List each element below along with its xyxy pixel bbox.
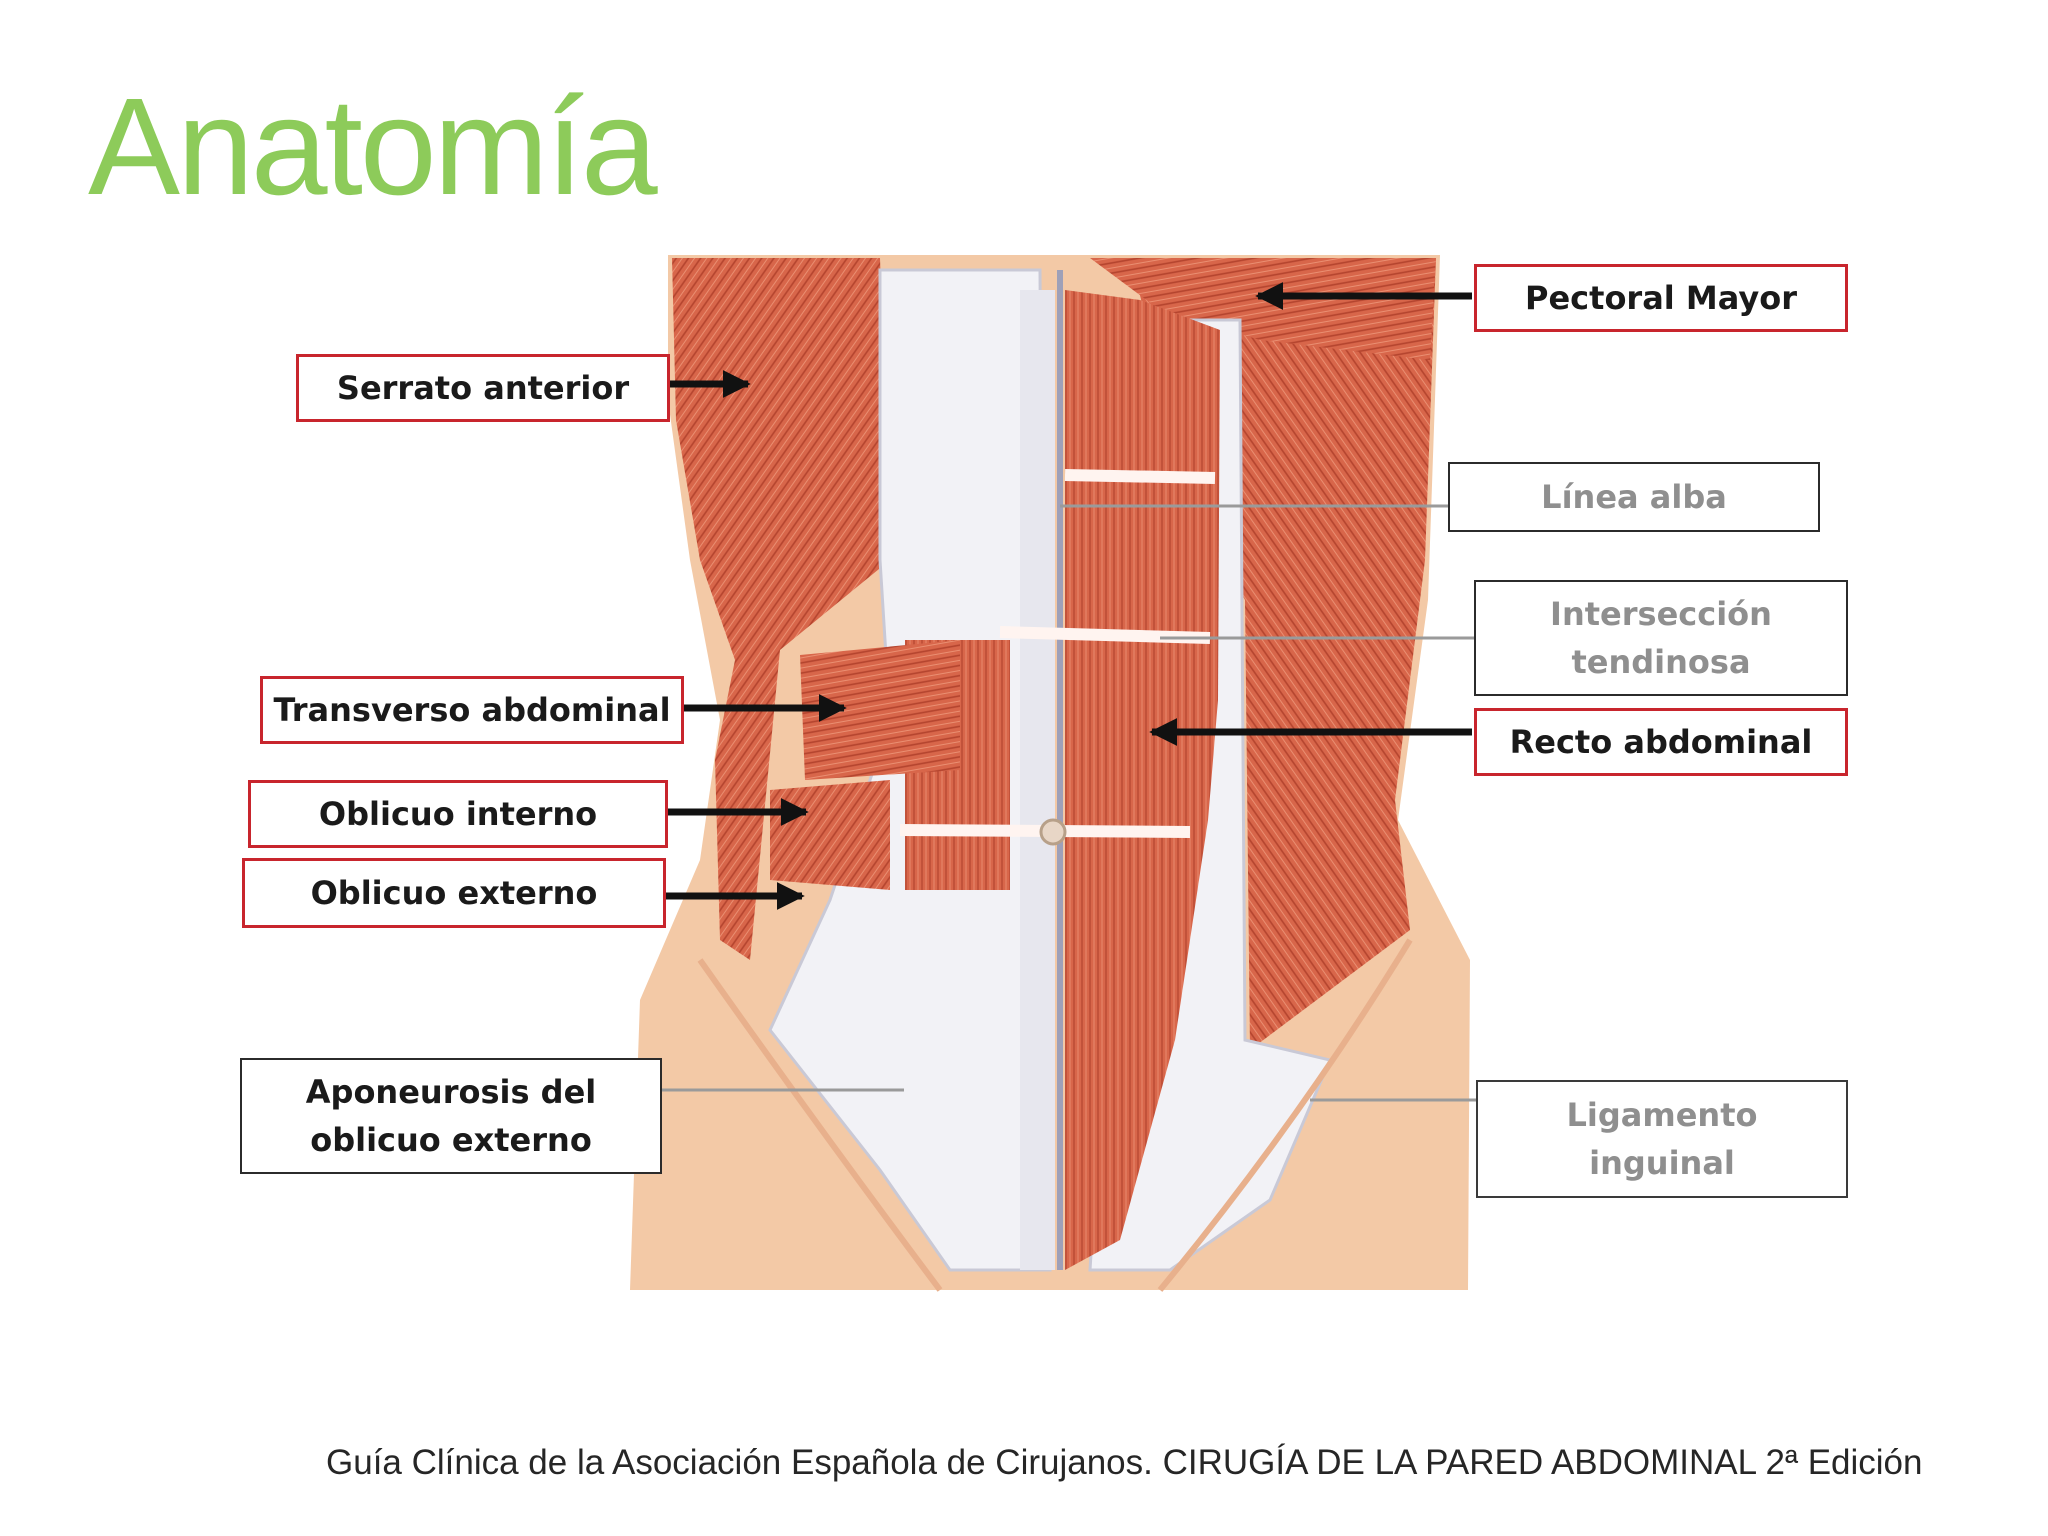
label-serrato-anterior-text: Serrato anterior	[336, 369, 630, 407]
label-pectoral-mayor: Pectoral Mayor	[1474, 264, 1848, 332]
label-oblicuo-interno: Oblicuo interno	[248, 780, 668, 848]
label-oblicuo-externo: Oblicuo externo	[242, 858, 666, 928]
label-oblicuo-externo-text: Oblicuo externo	[310, 874, 598, 912]
label-linea-alba-text: Línea alba	[1541, 478, 1727, 516]
label-transverso-abdominal: Transverso abdominal	[260, 676, 684, 744]
label-serrato-anterior: Serrato anterior	[296, 354, 670, 422]
tendinous-intersection-1	[1064, 469, 1216, 484]
label-interseccion-text-2: tendinosa	[1571, 643, 1751, 681]
rectus-left	[1020, 290, 1055, 1270]
label-aponeurosis-text-2: oblicuo externo	[310, 1121, 592, 1159]
left-lateral-muscle	[672, 258, 890, 960]
umbilicus	[1039, 818, 1067, 846]
label-ligamento-text-2: inguinal	[1589, 1144, 1735, 1182]
rectus-right	[1065, 290, 1220, 1270]
label-interseccion-text-1: Intersección	[1550, 595, 1772, 633]
internal-oblique-window	[770, 780, 890, 890]
source-caption: Guía Clínica de la Asociación Española d…	[326, 1443, 1923, 1482]
slide-title: Anatomía	[88, 70, 658, 224]
label-recto-abdominal-text: Recto abdominal	[1509, 723, 1813, 761]
transversus-window	[800, 640, 960, 780]
label-linea-alba: Línea alba	[1448, 462, 1820, 532]
inguinal-ligament-right	[1157, 938, 1413, 1292]
label-ligamento-text-1: Ligamento	[1566, 1096, 1758, 1134]
label-interseccion-tendinosa: Intersección tendinosa	[1474, 580, 1848, 696]
label-aponeurosis-oblicuo-externo: Aponeurosis del oblicuo externo	[240, 1058, 662, 1174]
label-oblicuo-interno-text: Oblicuo interno	[318, 795, 598, 833]
label-ligamento-inguinal: Ligamento inguinal	[1476, 1080, 1848, 1198]
label-pectoral-mayor-text: Pectoral Mayor	[1525, 279, 1797, 317]
label-recto-abdominal: Recto abdominal	[1474, 708, 1848, 776]
inguinal-ligament-left	[697, 958, 943, 1292]
label-aponeurosis-text-1: Aponeurosis del	[305, 1073, 597, 1111]
label-transverso-abdominal-text: Transverso abdominal	[273, 691, 671, 729]
